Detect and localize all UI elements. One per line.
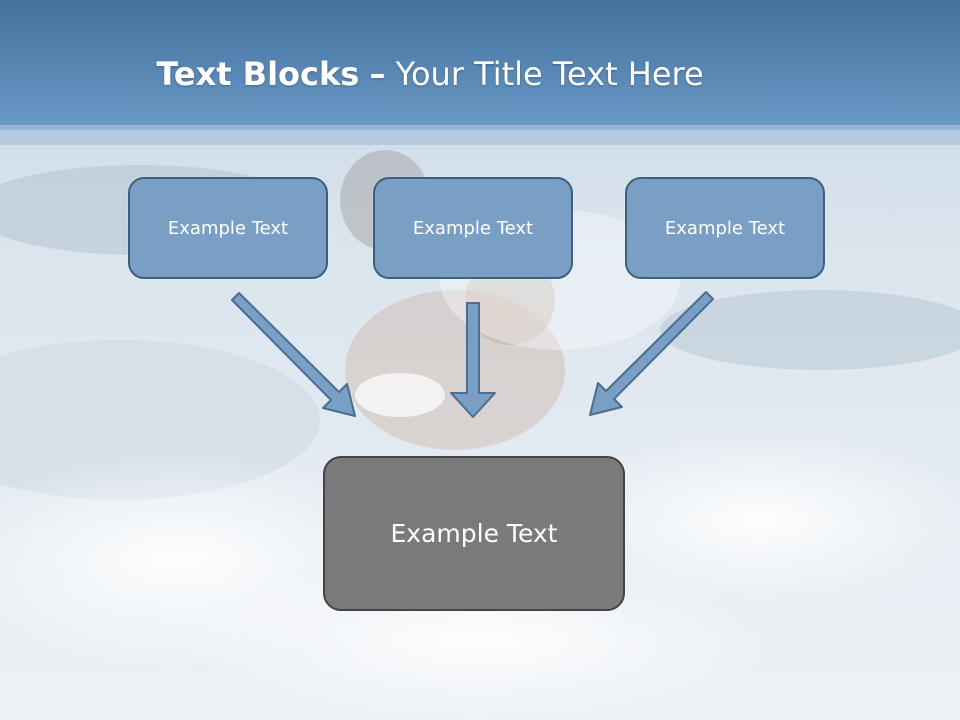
- top-box-right-label: Example Text: [664, 217, 786, 239]
- title-separator: –: [369, 55, 386, 93]
- bottom-box: Example Text: [323, 456, 625, 611]
- top-box-center: Example Text: [373, 177, 573, 279]
- top-box-left-label: Example Text: [167, 217, 289, 239]
- left-arrow: [231, 292, 356, 417]
- top-box-right: Example Text: [625, 177, 825, 279]
- right-arrow: [589, 291, 714, 416]
- title-bold-part: Text Blocks: [156, 55, 360, 93]
- slide-title: Text Blocks – Your Title Text Here: [0, 52, 910, 96]
- top-box-left: Example Text: [128, 177, 328, 279]
- top-box-center-label: Example Text: [412, 217, 534, 239]
- center-arrow: [450, 302, 496, 418]
- title-rest-part: Your Title Text Here: [395, 55, 704, 93]
- bottom-box-label: Example Text: [390, 519, 558, 548]
